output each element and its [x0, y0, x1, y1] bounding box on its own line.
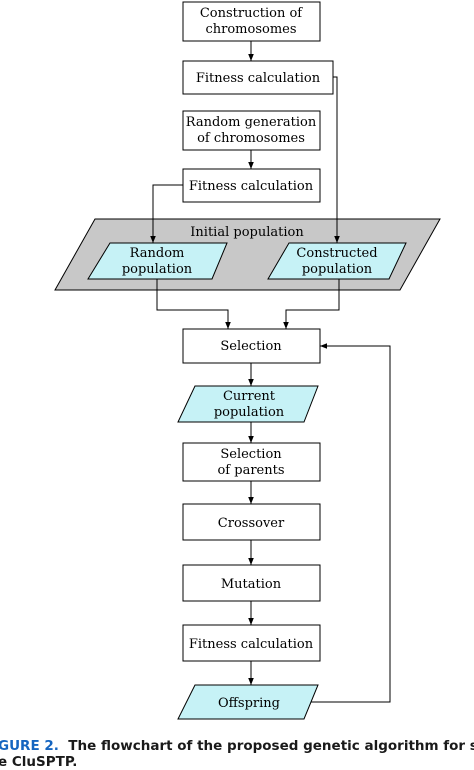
arrow-offspring-loop-to-selection [311, 343, 391, 703]
figure-caption: GURE 2. The flowchart of the proposed ge… [0, 738, 474, 770]
constructed-population-shape [267, 242, 407, 280]
fitness-bottom-label: Fitness calculation [189, 637, 314, 652]
offspring-shape [177, 684, 319, 720]
arrow-random-to-selection [156, 279, 231, 329]
fitness-top-box [182, 60, 334, 95]
arrow-fitness-second-to-random [150, 184, 183, 243]
offspring-label: Offspring [218, 696, 280, 711]
caption-text-line2: e CluSPTP. [0, 754, 78, 770]
random-generation-line1: Random generation [186, 115, 317, 130]
current-population-line2: population [214, 405, 285, 420]
caption-line1: GURE 2. The flowchart of the proposed ge… [0, 738, 474, 754]
selection-label: Selection [220, 339, 282, 354]
caption-text-line1: The flowchart of the proposed genetic al… [68, 738, 474, 754]
random-population-shape [87, 242, 228, 280]
random-generation-line2: of chromosomes [197, 131, 305, 146]
random-population-line2: population [122, 262, 193, 277]
fitness-second-label: Fitness calculation [189, 179, 314, 194]
construction-box [182, 1, 321, 42]
fitness-top-label: Fitness calculation [196, 71, 321, 86]
constructed-population-line2: population [302, 262, 373, 277]
initial-population-label: Initial population [190, 225, 304, 240]
fitness-second-box [182, 168, 321, 203]
flowchart: Initial population Construction of chrom… [54, 1, 441, 720]
fitness-bottom-box [182, 624, 321, 662]
construction-line1: Construction of [200, 6, 303, 21]
arrow-constructed-to-selection [283, 279, 340, 329]
random-population-line1: Random [130, 246, 185, 261]
selection-parents-line1: Selection [220, 447, 282, 462]
crossover-label: Crossover [218, 516, 285, 531]
selection-parents-line2: of parents [217, 463, 284, 478]
current-population-line1: Current [223, 389, 276, 404]
random-generation-box [182, 110, 321, 151]
current-population-shape [177, 385, 319, 423]
mutation-label: Mutation [221, 577, 282, 592]
construction-line2: chromosomes [205, 22, 296, 37]
constructed-population-line1: Constructed [296, 246, 377, 261]
caption-label: GURE 2. [0, 738, 59, 754]
arrow-fitness-top-to-constructed [333, 76, 340, 243]
